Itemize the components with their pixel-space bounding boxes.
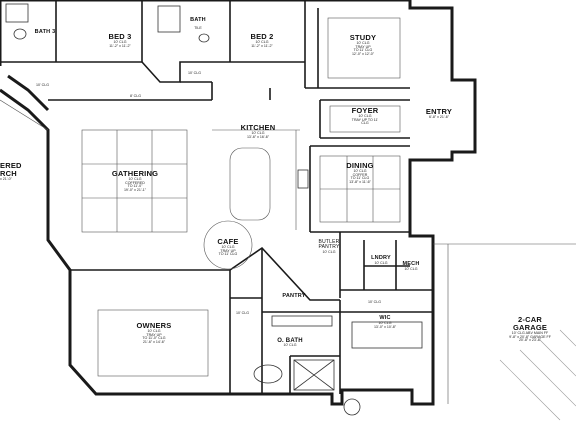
- room-porch: ERED RCH x 21'-0": [0, 161, 22, 181]
- ceiling-note-closet-bed3: 10' CLG: [188, 71, 202, 75]
- room-garage: 2-CAR GARAGE 10' CLG ABV MAIN FF 9'-8" x…: [509, 315, 551, 343]
- interior-walls: [0, 0, 433, 394]
- room-bath2: BATH TILE: [190, 17, 206, 30]
- room-pantry: PANTRY: [282, 293, 306, 299]
- hatch-area: [499, 329, 576, 421]
- room-gathering: GATHERING 10' CLG COFFERED TO 11'-0" 19'…: [111, 169, 159, 193]
- room-owners: OWNERS 10' CLG TRAY UP TO 11'-0" CLG 21'…: [136, 321, 172, 345]
- room-mech: MECH 10' CLG: [402, 261, 420, 271]
- ceiling-note-closet-wic: 10' CLG: [368, 300, 382, 304]
- room-kitchen: KITCHEN 10' CLG 13'-6" x 16'-6": [240, 123, 276, 139]
- room-study: STUDY 10' CLG TRAY UP TO 11' CLG 12'-0" …: [349, 33, 377, 57]
- room-butler: BUTLER PANTRY 10' CLG: [318, 239, 340, 254]
- room-wic: WIC 10' CLG 13'-0" x 10'-8": [373, 315, 397, 329]
- room-bed3: BED 3 10' CLG 11'-2" x 11'-2": [108, 32, 132, 48]
- ceiling-note-hall-left: 10' CLG: [36, 83, 50, 87]
- fixtures: [5, 3, 423, 416]
- ceiling-note-closet-owner: 10' CLG: [236, 311, 250, 315]
- room-dining: DINING 10' CLG COFFER TO 11' CLG 13'-8" …: [346, 161, 374, 185]
- room-obath: O. BATH 10' CLG: [277, 338, 303, 348]
- room-entry: ENTRY 6'-8" x 21'-6": [425, 107, 453, 119]
- detail-lines: [0, 17, 576, 404]
- room-foyer: FOYER 10' CLG TRAY UP TO 11' CLG: [351, 106, 379, 126]
- ceiling-note-hall-mid: 8' CLG: [130, 94, 142, 98]
- exterior-walls: [0, 0, 477, 406]
- room-laundry: LNDRY 10' CLG: [371, 255, 391, 265]
- room-cafe: CAFE 10' CLG TRAY UP TO 11' CLG: [217, 237, 239, 257]
- room-bath3: BATH 3: [34, 29, 56, 35]
- room-bed2: BED 2 10' CLG 11'-2" x 11'-2": [250, 32, 274, 48]
